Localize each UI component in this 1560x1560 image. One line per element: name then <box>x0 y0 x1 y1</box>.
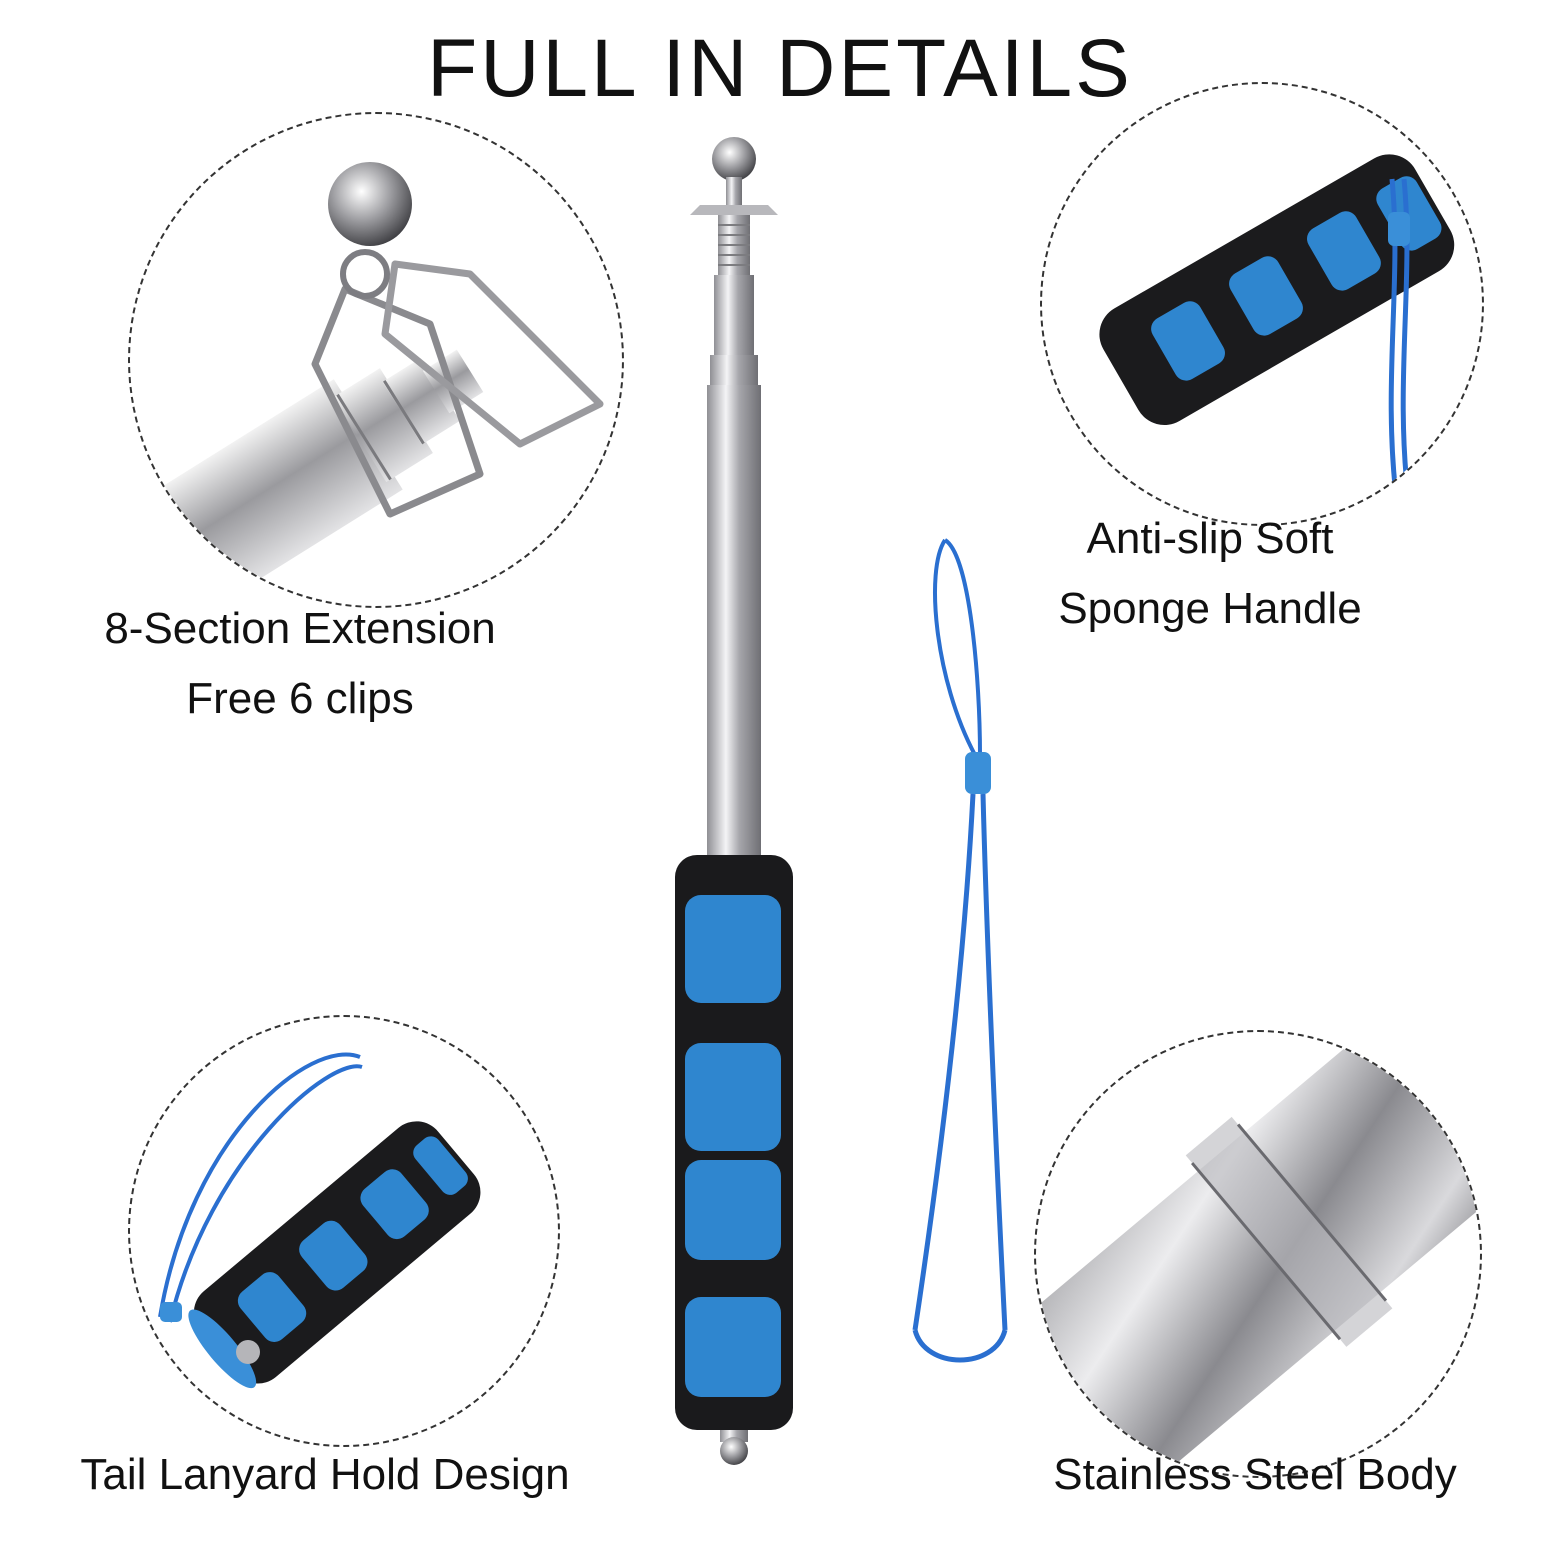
caption-steel-body: Stainless Steel Body <box>1053 1450 1457 1499</box>
page-title: FULL IN DETAILS <box>427 23 1133 114</box>
caption-handle: Anti-slip Soft Sponge Handle <box>1000 504 1420 644</box>
telescopic-pole-image <box>675 137 793 1465</box>
detail-circle-tail-lanyard <box>128 1015 560 1447</box>
caption-extension: 8-Section Extension Free 6 clips <box>40 594 560 734</box>
clips-closeup-image <box>130 162 604 606</box>
caption-extension-line2: Free 6 clips <box>186 674 414 723</box>
caption-extension-line1: 8-Section Extension <box>104 604 496 653</box>
caption-tail-lanyard: Tail Lanyard Hold Design <box>80 1450 570 1499</box>
detail-circle-clips <box>128 112 624 608</box>
caption-handle-line2: Sponge Handle <box>1058 584 1362 633</box>
lanyard-image <box>912 538 1008 1363</box>
detail-circle-handle <box>1040 82 1484 526</box>
caption-handle-line1: Anti-slip Soft <box>1086 514 1334 563</box>
handle-closeup-image <box>1099 154 1455 505</box>
steel-body-closeup-image <box>1036 1032 1480 1476</box>
detail-circle-steel-body <box>1034 1030 1482 1478</box>
tail-lanyard-closeup-image <box>158 1052 481 1389</box>
